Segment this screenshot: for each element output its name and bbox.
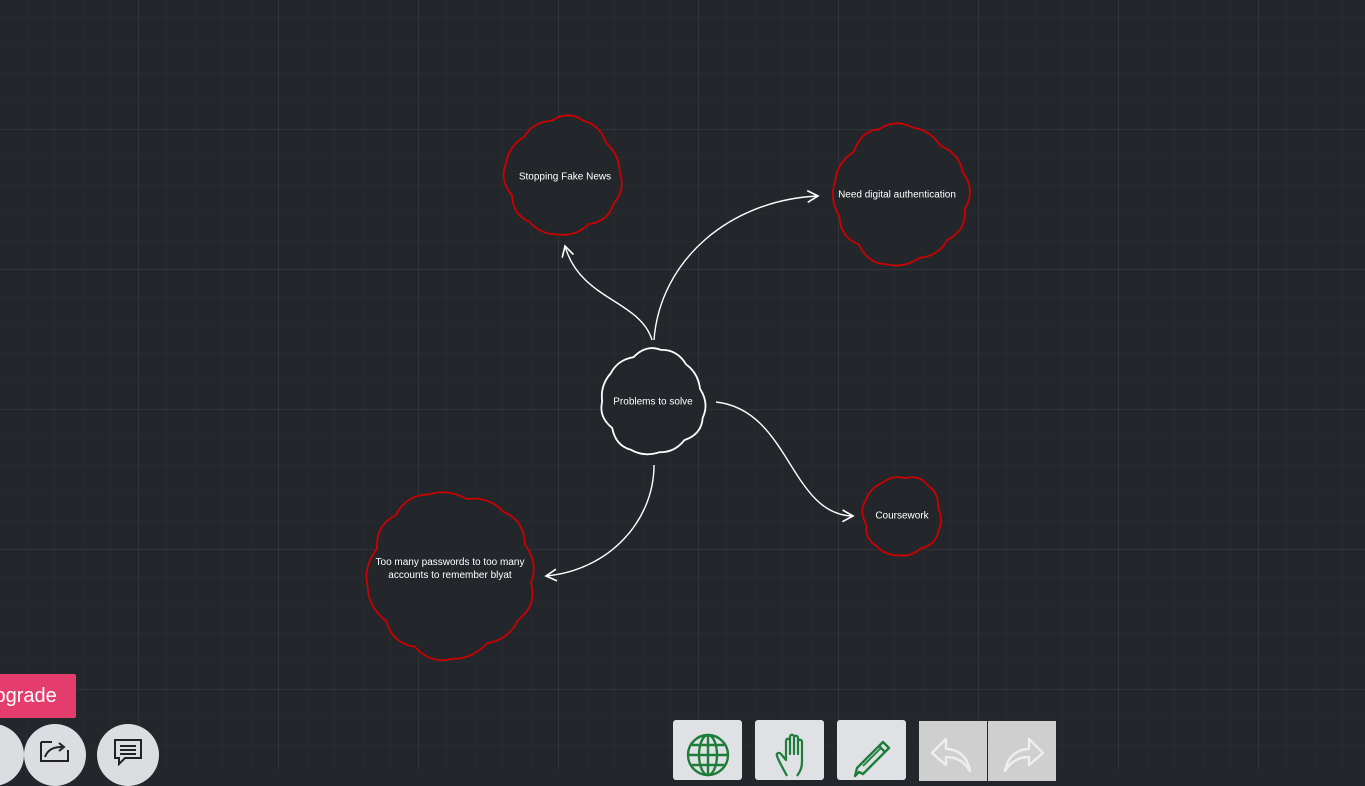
connector-digital-auth [653,189,820,341]
cloud-node-fake-news [502,114,623,236]
pencil-icon [849,720,895,783]
mindmap-diagram [365,114,971,662]
cloud-node-coursework [861,476,942,557]
upgrade-button[interactable]: Upgrade [0,674,76,718]
redo-icon [997,721,1047,780]
center-node-label[interactable]: Problems to solve [613,396,693,408]
share-icon [38,724,72,769]
cloud-node-digital-auth [832,122,971,267]
pan-tool-button[interactable] [755,720,824,780]
draw-tool-button[interactable] [837,720,906,780]
share-button[interactable] [24,724,86,786]
undo-button[interactable] [919,721,987,781]
node-label-coursework[interactable]: Coursework [875,510,929,522]
comment-icon [113,724,143,771]
node-label-digital-auth[interactable]: Need digital authentication [838,189,956,201]
connector-coursework [715,401,855,523]
comments-button[interactable] [97,724,159,786]
browse-tool-button[interactable] [673,720,742,780]
cloud-node-passwords [365,491,535,662]
mindmap-canvas[interactable]: Problems to solve Stopping Fake News Nee… [0,0,1365,769]
connector-passwords [544,464,655,582]
node-label-passwords[interactable]: Too many passwords to too many accounts … [375,557,525,581]
cloud-node-center [600,347,707,456]
hand-icon [767,720,813,783]
redo-button[interactable] [988,721,1056,781]
undo-icon [928,721,978,780]
globe-icon [685,720,731,783]
node-label-fake-news[interactable]: Stopping Fake News [518,171,612,183]
connector-fake-news [561,244,653,341]
